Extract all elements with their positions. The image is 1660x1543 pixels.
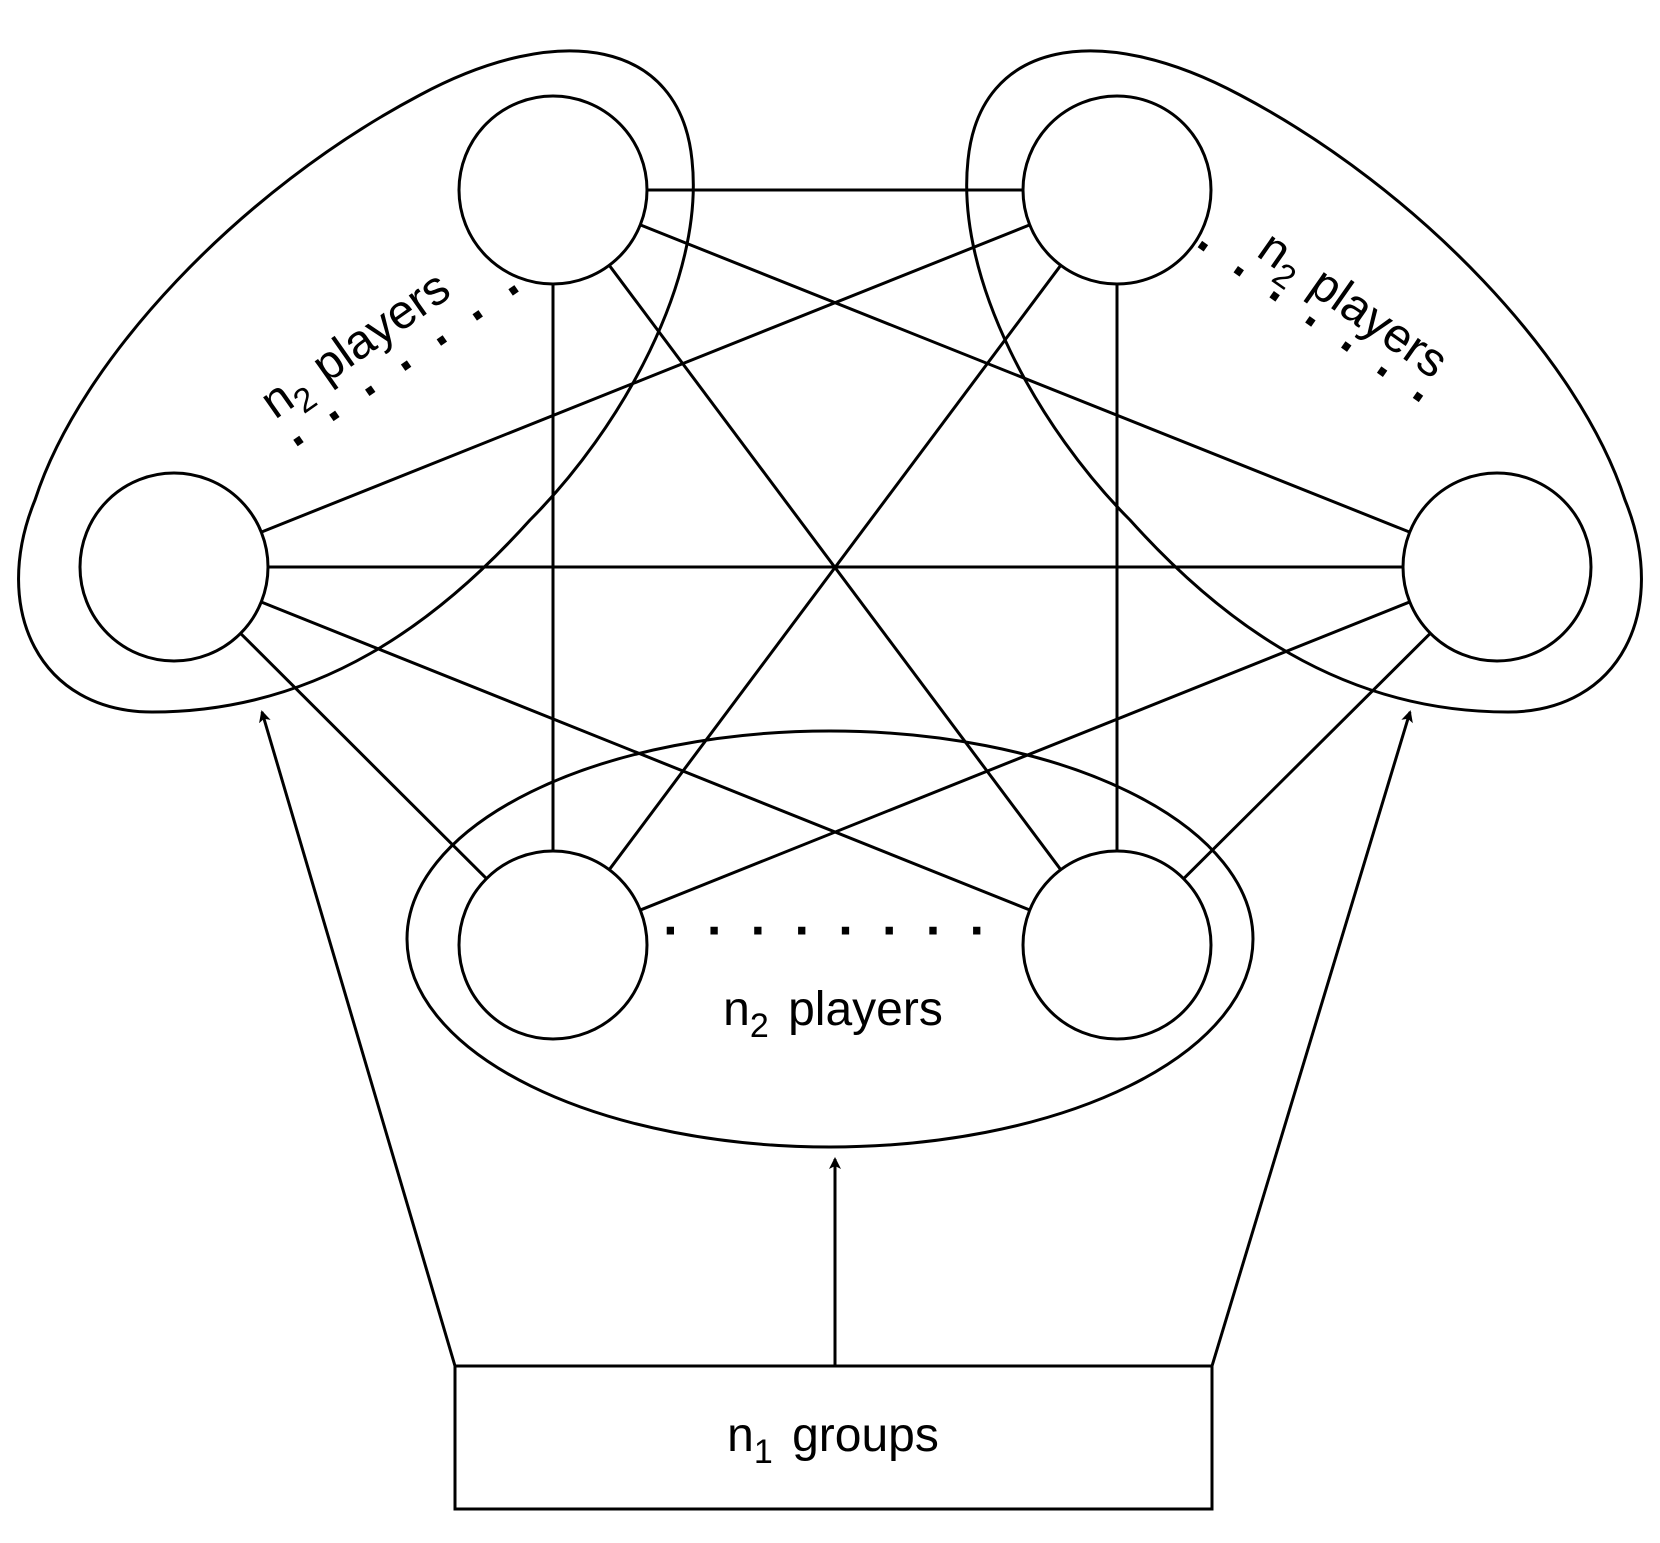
player-node-top-left-inner <box>457 94 649 286</box>
bottom-group-dots: · · · · · · · · <box>663 902 993 960</box>
bottom-group-label: n2 players <box>723 983 943 1045</box>
player-node-bottom-left <box>457 849 649 1041</box>
group-outline-top-left <box>17 49 695 714</box>
player-link-edge <box>639 223 1411 534</box>
player-link-edge <box>260 600 1031 912</box>
player-node-bottom-right <box>1021 849 1213 1041</box>
groups-box <box>453 1364 1214 1511</box>
player-node-top-right-inner <box>1021 94 1213 286</box>
player-node-right <box>1401 471 1593 663</box>
player-link-edge <box>1182 632 1432 880</box>
group-outline-top-right <box>965 49 1643 714</box>
player-node-left <box>78 471 270 663</box>
player-link-edge <box>239 632 488 880</box>
player-link-edge <box>639 600 1411 912</box>
group-outline-bottom <box>405 729 1255 1149</box>
player-link-edge <box>260 223 1031 534</box>
arrow-to-right-group <box>1210 710 1413 1367</box>
arrow-to-left-group <box>259 710 457 1367</box>
groups-box-label: n1 groups <box>727 1409 939 1471</box>
